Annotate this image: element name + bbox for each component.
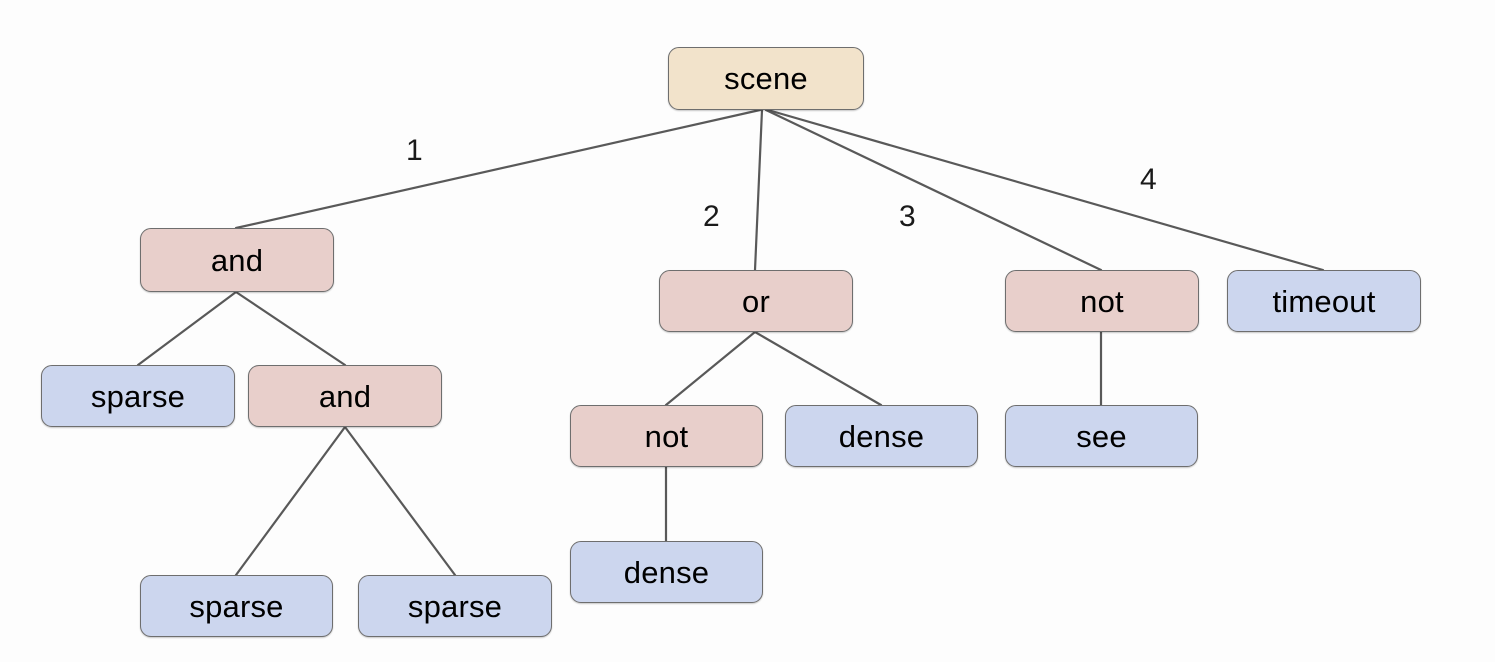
edge-scene-timeout [766,108,1325,272]
edge-label-2: 2 [703,200,720,233]
edge-or1-dense1 [753,330,883,407]
node-or-1[interactable]: or [659,270,853,332]
node-not-1[interactable]: not [570,405,763,467]
node-sparse-2[interactable]: sparse [140,575,333,637]
edge-and1-sparse1 [136,290,238,367]
edge-scene-and1 [234,108,762,230]
edge-and2-sparse3 [343,425,457,577]
edge-and1-and2 [234,290,347,367]
node-sparse-1[interactable]: sparse [41,365,235,427]
edge-label-4: 4 [1140,163,1157,196]
node-scene[interactable]: scene [668,47,864,110]
node-sparse-3[interactable]: sparse [358,575,552,637]
edge-or1-not1 [664,330,757,407]
edge-and2-sparse2 [234,425,347,577]
node-dense-2[interactable]: dense [570,541,763,603]
node-dense-1[interactable]: dense [785,405,978,467]
node-and-1[interactable]: and [140,228,334,292]
node-not-2[interactable]: not [1005,270,1199,332]
node-and-2[interactable]: and [248,365,442,427]
node-timeout-1[interactable]: timeout [1227,270,1421,332]
edge-label-3: 3 [899,200,916,233]
edge-label-1: 1 [406,134,423,167]
node-see-1[interactable]: see [1005,405,1198,467]
edge-scene-not2 [764,108,1103,272]
edge-scene-or1 [753,108,764,272]
